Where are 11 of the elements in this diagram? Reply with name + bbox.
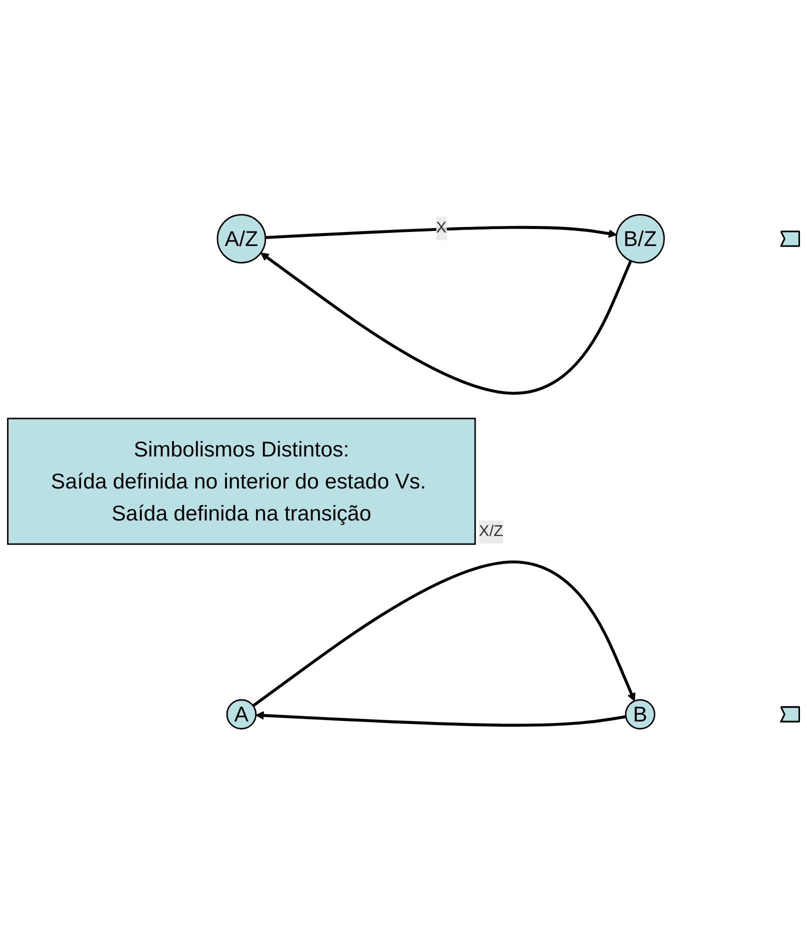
- arrow: [252, 560, 636, 707]
- node-circle: A: [226, 699, 257, 730]
- node-circle: B/Z: [615, 214, 665, 264]
- edge-label: X/Z: [478, 523, 504, 540]
- node-circle: B: [624, 699, 656, 730]
- arrow: [265, 226, 617, 239]
- edge-label: X: [436, 220, 447, 236]
- arrow: [256, 711, 626, 727]
- arrow: [260, 252, 632, 395]
- node-box: Simbolismos Distintos: Saída definida no interior do estado Vs. Saída definida na transição: [7, 418, 476, 545]
- node-circle: A/Z: [216, 214, 266, 264]
